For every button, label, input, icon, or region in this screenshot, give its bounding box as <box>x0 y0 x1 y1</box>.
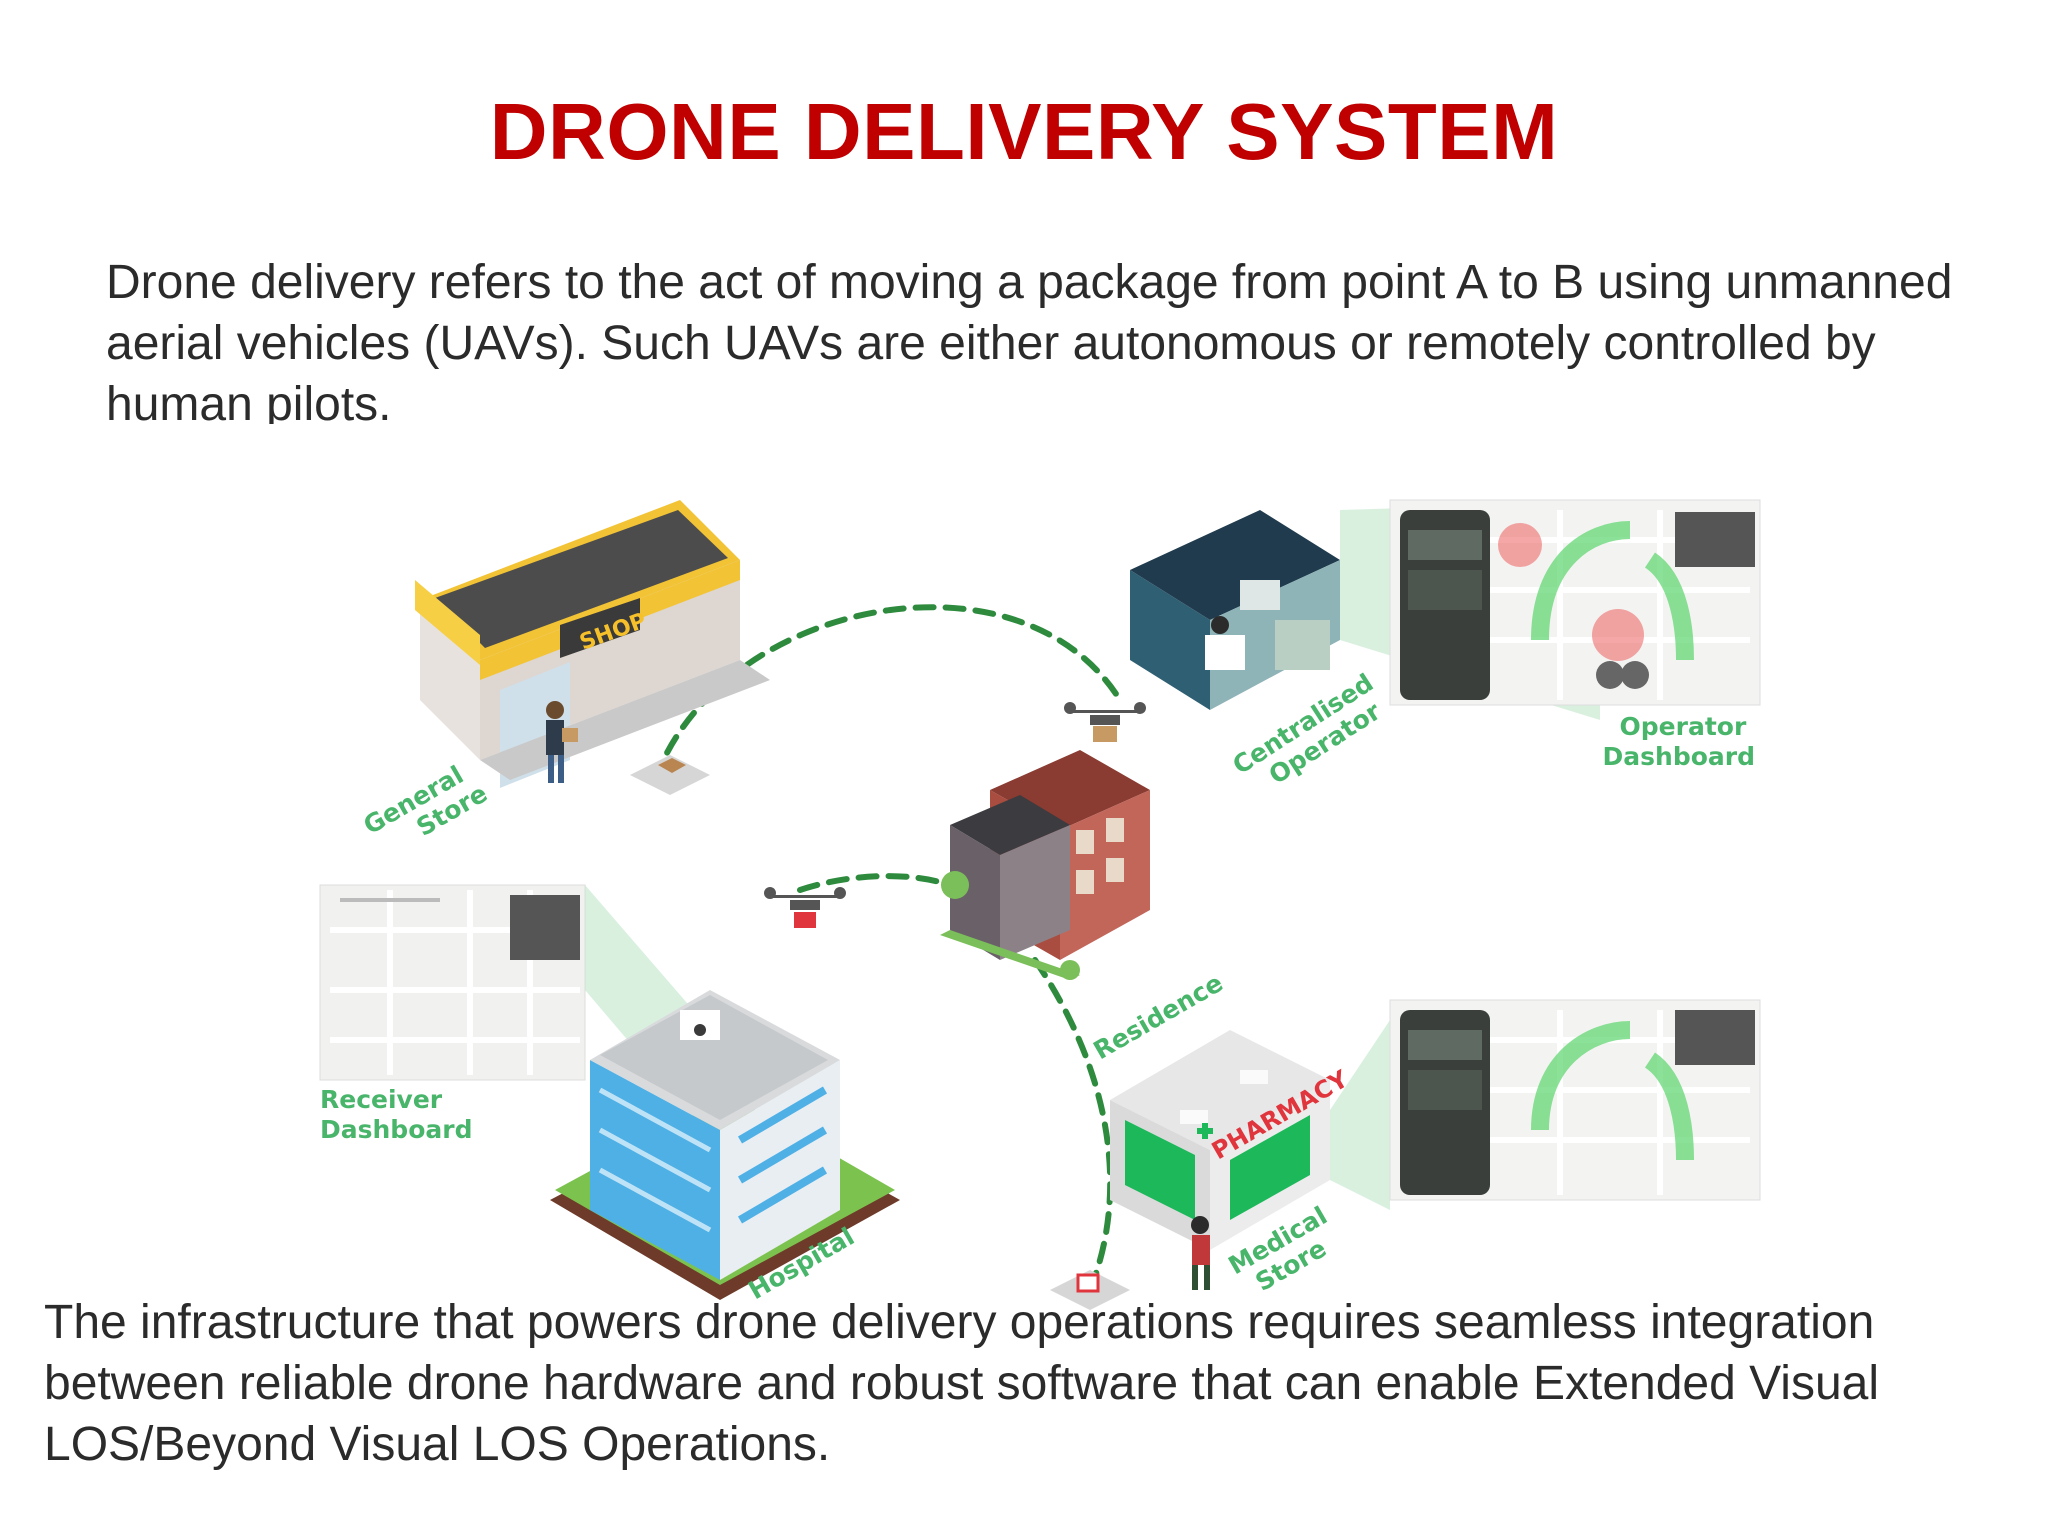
hospital-illustration <box>550 990 900 1300</box>
pharmacy-illustration: PHARMACY <box>1050 1020 1390 1310</box>
outro-paragraph: The infrastructure that powers drone del… <box>44 1296 1906 1471</box>
label-operator-dashboard-line2: Dashboard <box>1603 742 1755 771</box>
label-receiver-dashboard: Receiver Dashboard <box>320 1085 472 1144</box>
label-receiver-dashboard-line1: Receiver <box>320 1085 443 1114</box>
intro-paragraph: Drone delivery refers to the act of movi… <box>106 256 1953 424</box>
drone-delivery-illustration: Operator Dashboard Centralised Operator … <box>319 499 1761 1310</box>
residence-illustration <box>940 750 1150 980</box>
medical-dashboard-illustration <box>1389 999 1761 1201</box>
label-general-store: General Store <box>359 754 493 864</box>
page-title: DRONE DELIVERY SYSTEM <box>489 87 1559 176</box>
drone-middle-icon <box>764 887 846 928</box>
label-operator-dashboard: Operator Dashboard <box>1603 712 1755 771</box>
route-residence-to-medical <box>1032 957 1114 1293</box>
general-store-illustration: SHOP <box>415 500 770 795</box>
route-store-to-residence <box>652 604 1123 783</box>
operator-dashboard-illustration <box>1389 499 1761 706</box>
drone-top-icon <box>1064 702 1146 742</box>
label-operator-dashboard-line1: Operator <box>1620 712 1747 741</box>
label-receiver-dashboard-line2: Dashboard <box>320 1115 472 1144</box>
